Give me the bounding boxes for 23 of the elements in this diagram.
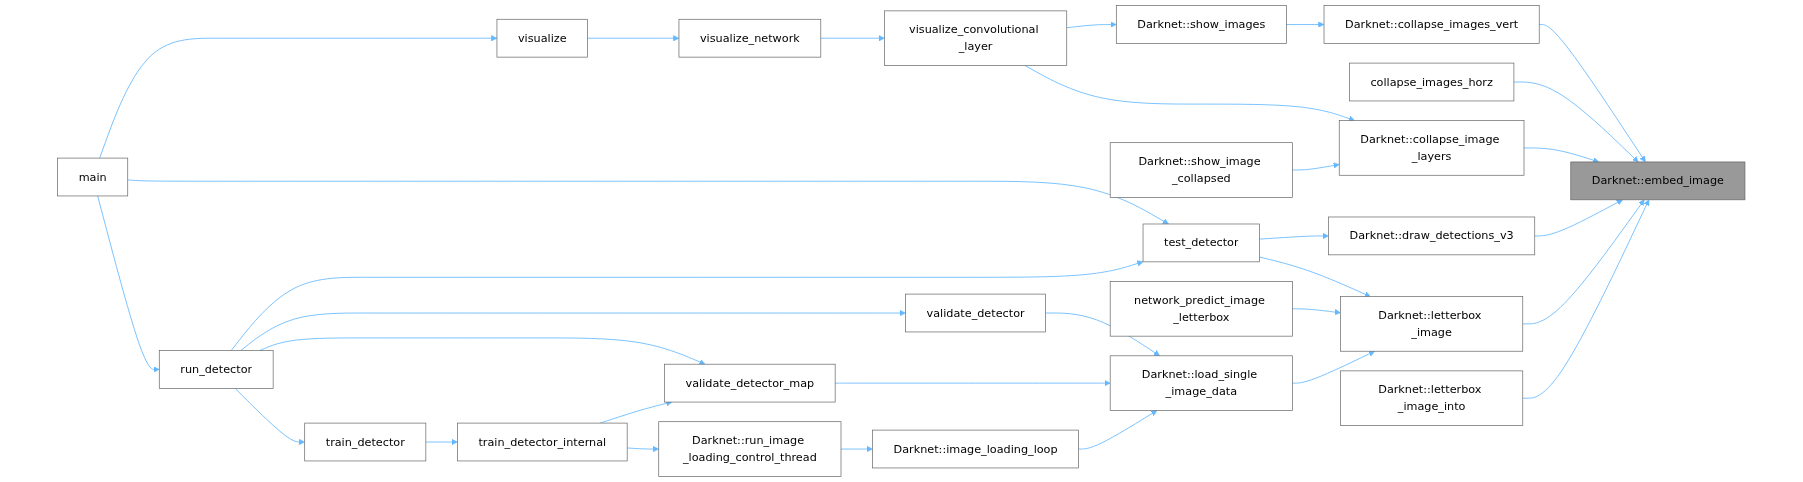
node-box: validate_detector_map [664, 363, 836, 403]
node-box: train_detector [304, 422, 427, 462]
node-box: Darknet::load_single _image_data [1110, 355, 1293, 411]
node-box: Darknet::letterbox _image [1340, 296, 1524, 352]
node-box: Darknet::collapse_images_vert [1323, 5, 1540, 44]
node-box: visualize_convolutional _layer [884, 10, 1068, 66]
node-box: collapse_images_horz [1349, 62, 1515, 102]
node-box: Darknet::show_image _collapsed [1110, 142, 1293, 198]
node-box: Darknet::letterbox _image_into [1340, 370, 1524, 426]
node-box: Darknet::show_images [1116, 5, 1287, 44]
node-box: train_detector_internal [457, 422, 628, 462]
node-box: validate_detector [905, 293, 1047, 333]
node-box: Darknet::image_loading_loop [872, 429, 1080, 469]
node-box: test_detector [1142, 223, 1261, 263]
node-box: visualize_network [678, 18, 822, 58]
node-box: main [57, 157, 129, 197]
node-box: network_predict_image _letterbox [1110, 281, 1293, 337]
node-box: visualize [496, 18, 589, 58]
node-box: Darknet::draw_detections_v3 [1328, 216, 1536, 256]
node-box: Darknet::embed_image [1570, 161, 1746, 201]
node-box: Darknet::collapse_image _layers [1339, 120, 1525, 176]
node-box: run_detector [159, 350, 274, 389]
node-box: Darknet::run_image _loading_control_thread [658, 421, 842, 477]
